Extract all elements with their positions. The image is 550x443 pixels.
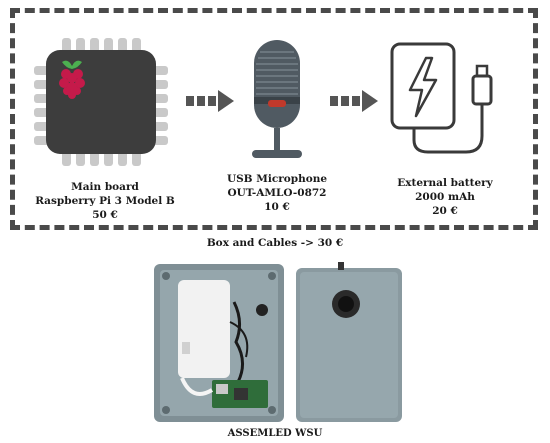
closed-box-photo <box>296 262 402 422</box>
component-price: 10 € <box>264 201 290 213</box>
component-caption-battery: External battery 2000 mAh 20 € <box>370 176 520 218</box>
component-name: External battery <box>397 177 493 189</box>
component-model: 2000 mAh <box>415 191 475 203</box>
component-name: USB Microphone <box>226 173 328 185</box>
component-model: Raspberry Pi 3 Model B <box>35 195 175 207</box>
arrow-icon <box>186 90 234 112</box>
assembled-label: ASSEMLED WSU <box>227 428 323 439</box>
component-model: OUT-AMLO-0872 <box>227 187 327 199</box>
component-price: 20 € <box>432 205 458 217</box>
component-price: 50 € <box>92 209 118 221</box>
open-box-photo <box>154 264 284 422</box>
components-frame <box>10 8 538 230</box>
microphone-icon <box>252 40 302 158</box>
box-cables-label: Box and Cables -> 30 € <box>206 237 344 249</box>
component-caption-microphone: USB Microphone OUT-AMLO-0872 10 € <box>197 172 357 214</box>
arrow-icon <box>330 90 378 112</box>
component-caption-main-board: Main board Raspberry Pi 3 Model B 50 € <box>20 180 190 222</box>
raspberry-pi-chip-icon <box>34 38 168 166</box>
component-name: Main board <box>71 181 139 193</box>
battery-icon <box>390 42 493 154</box>
